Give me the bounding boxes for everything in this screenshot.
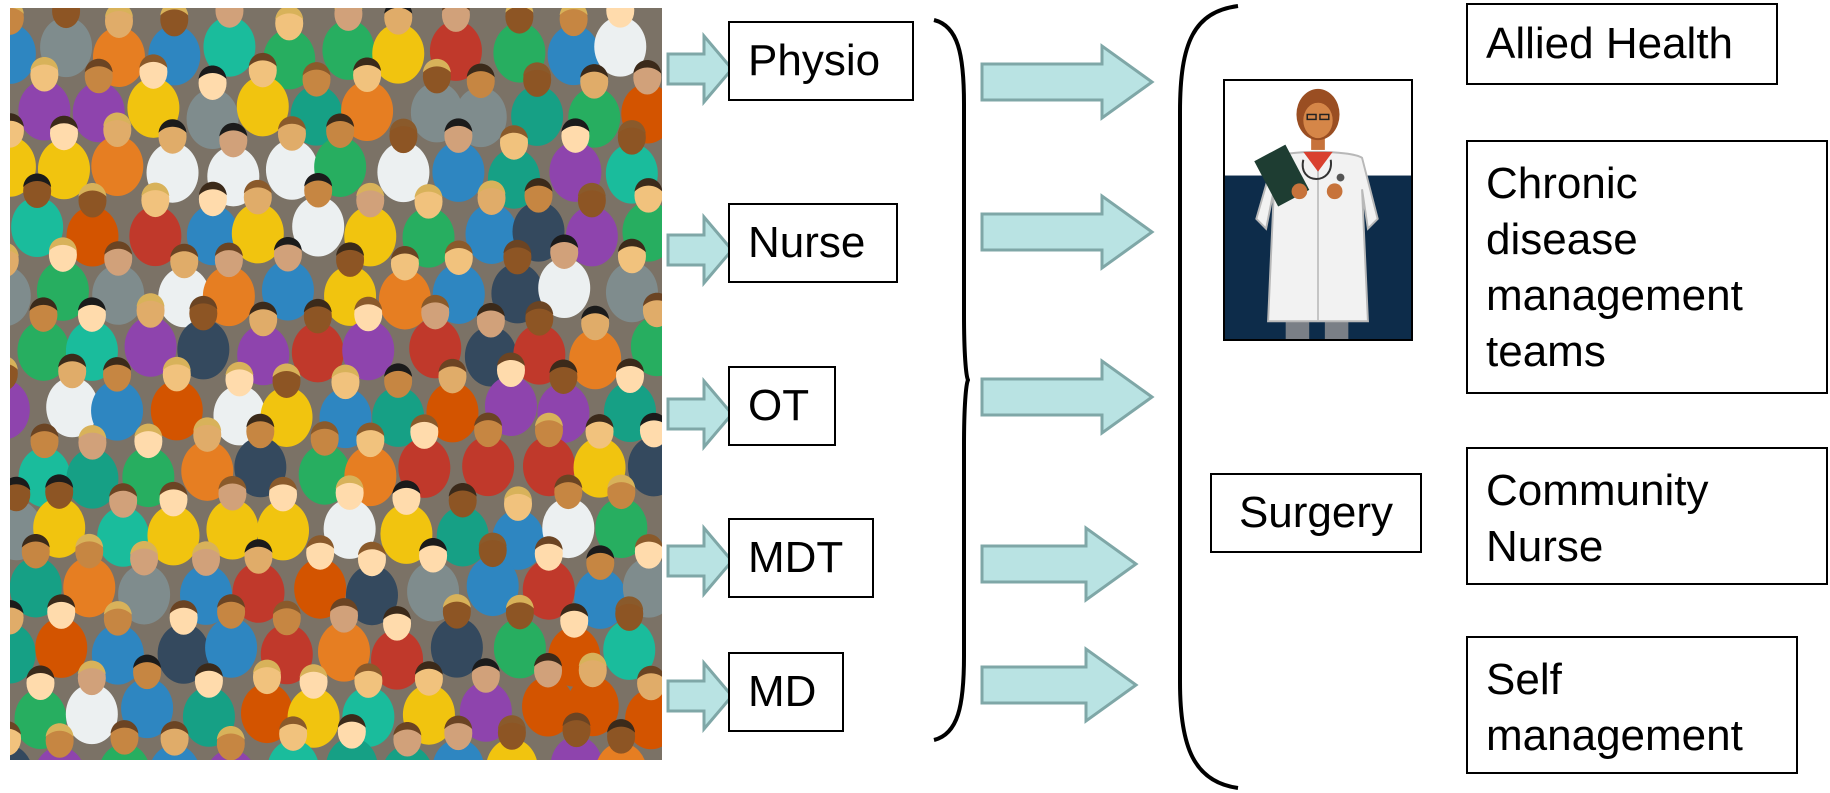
community-line-1: Community [1486, 466, 1709, 515]
chronic-line-4: teams [1486, 327, 1606, 376]
service-community-nurse: Community Nurse [1466, 447, 1828, 585]
arrow-large-1 [980, 43, 1155, 121]
arrow-to-mdt [666, 524, 734, 598]
chronic-line-3: management [1486, 271, 1743, 320]
arrow-large-2 [980, 193, 1155, 271]
arrow-to-physio [666, 32, 734, 106]
role-ot: OT [728, 366, 836, 446]
service-self-management: Self management [1466, 636, 1798, 774]
self-line-1: Self [1486, 655, 1562, 704]
arrow-large-4 [980, 525, 1139, 603]
role-nurse: Nurse [728, 203, 898, 283]
chronic-line-2: disease [1486, 215, 1638, 264]
closing-brace [933, 18, 970, 742]
arrow-large-5 [980, 646, 1139, 724]
community-line-2: Nurse [1486, 522, 1604, 571]
surgery-box: Surgery [1210, 473, 1422, 553]
service-allied-health: Allied Health [1466, 3, 1778, 85]
chronic-line-1: Chronic [1486, 159, 1638, 208]
role-md: MD [728, 652, 844, 732]
role-physio: Physio [728, 21, 914, 101]
role-mdt: MDT [728, 518, 874, 598]
service-chronic-disease: Chronic disease management teams [1466, 140, 1828, 394]
arrow-to-ot [666, 377, 734, 451]
doctor-clipart [1223, 79, 1413, 341]
crowd-photo [10, 8, 662, 760]
arrow-to-nurse [666, 213, 734, 287]
arrow-large-3 [980, 358, 1155, 436]
self-line-2: management [1486, 711, 1743, 760]
arrow-to-md [666, 659, 734, 733]
opening-brace [1178, 4, 1239, 790]
